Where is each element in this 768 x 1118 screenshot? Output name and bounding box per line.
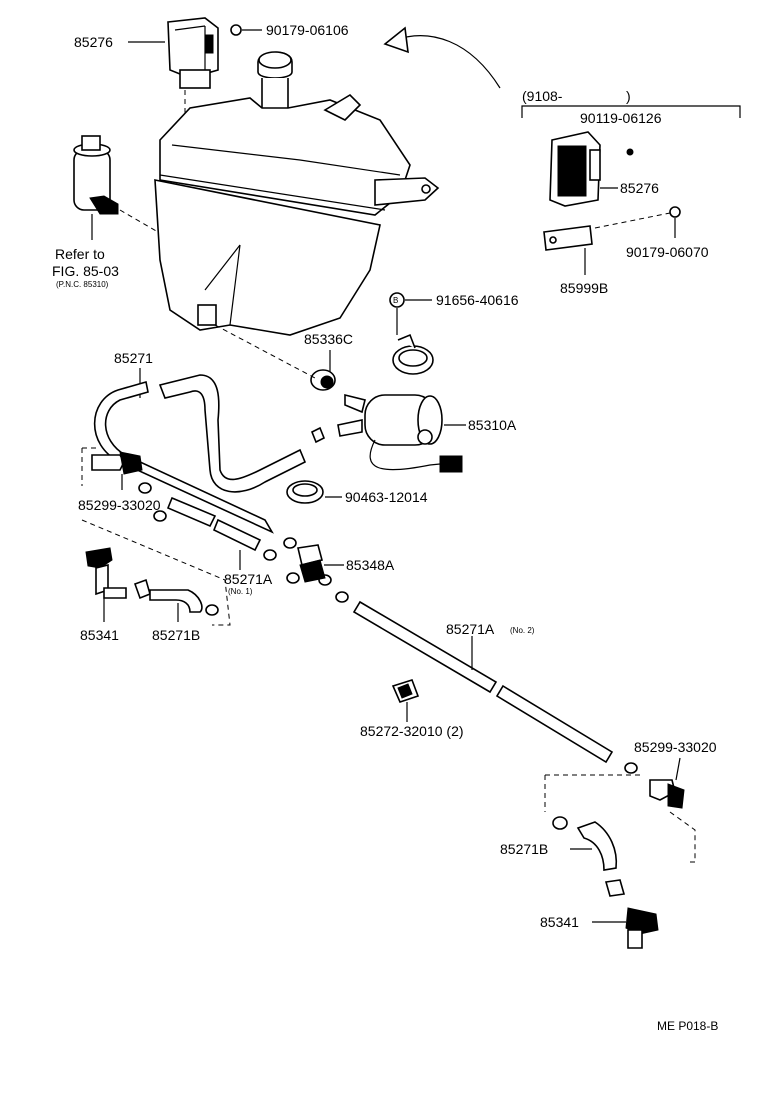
label-91656-40616: 91656-40616 [436, 292, 519, 308]
clip-right-small [604, 879, 626, 897]
ring-mid-3 [286, 572, 300, 584]
label-90179-06106: 90179-06106 [266, 22, 349, 38]
label-90119-06126: 90119-06126 [580, 110, 662, 126]
reference-arrow-head [383, 26, 409, 54]
label-85271a-no1: 85271A [224, 571, 273, 587]
label-85276-top: 85276 [74, 34, 113, 50]
label-85341-left: 85341 [80, 627, 119, 643]
nozzle-85299-33020-left [91, 451, 143, 475]
label-85272-32010: 85272-32010 (2) [360, 723, 464, 739]
dash-left-box [81, 519, 231, 626]
ring-left-3 [205, 604, 219, 616]
ring-left-2 [153, 510, 167, 522]
refer-label-line1: Refer to [55, 246, 105, 262]
washer-nozzle-85341-left [85, 547, 127, 599]
clip-left-small [133, 578, 151, 600]
label-85299-33020-right: 85299-33020 [634, 739, 717, 755]
check-valve-85348a [297, 544, 326, 583]
hose-85271a-no2-seg2 [495, 684, 614, 764]
refer-label-line2: FIG. 85-03 [52, 263, 119, 279]
marker-b-circle [389, 292, 405, 308]
label-90463-12014: 90463-12014 [345, 489, 428, 505]
washer-tank [154, 51, 440, 336]
hose-85271a-no2-seg1 [352, 600, 498, 694]
label-range-start: (9108- [522, 88, 563, 104]
hose-85271a-seg1 [166, 496, 217, 528]
ring-mid-5 [335, 591, 349, 603]
reference-arrow-curve [394, 35, 501, 89]
refer-label-line3: (P.N.C. 85310) [56, 280, 109, 289]
ring-mid-2 [283, 537, 297, 549]
washer-pump-85276-top [167, 17, 219, 89]
label-85271a-no1-note: (No. 1) [228, 587, 253, 596]
clamp-90463-12014 [286, 480, 324, 504]
range-bracket [521, 105, 741, 118]
hose-85271b-right [576, 821, 618, 871]
label-85271a-no2-note: (No. 2) [510, 626, 535, 635]
label-90179-06070: 90179-06070 [626, 244, 709, 260]
grommet-85336c [310, 369, 336, 391]
label-85348a: 85348A [346, 557, 395, 573]
washer-pump-85276-right [549, 131, 601, 207]
hose-85271b-left [149, 589, 203, 613]
label-85336c: 85336C [304, 331, 353, 347]
leader-85299-right [675, 757, 681, 781]
label-85999b: 85999B [560, 280, 608, 296]
washer-motor-85310a [337, 393, 463, 473]
label-85271: 85271 [114, 350, 153, 366]
clip-91656-40616 [392, 333, 434, 375]
ring-mid-1 [263, 549, 277, 561]
hose-85271a-seg2 [212, 518, 262, 552]
hose-clip-85272-32010 [391, 679, 420, 703]
ring-left-1 [138, 482, 152, 494]
nozzle-85299-33020-right [649, 779, 685, 809]
screw-90119-06126 [626, 148, 634, 156]
label-85276-right: 85276 [620, 180, 659, 196]
figure-code: ME P018-B [657, 1019, 718, 1033]
dash-tank-to-grommet [214, 324, 316, 379]
label-range-end: ) [626, 88, 631, 104]
marker-b: B [393, 296, 398, 305]
nut-90179-06070 [669, 206, 681, 218]
dash-left-motor [119, 209, 159, 233]
label-85271b-right: 85271B [500, 841, 548, 857]
label-85299-33020-left: 85299-33020 [78, 497, 161, 513]
washer-motor-left [73, 135, 119, 215]
label-85341-right: 85341 [540, 914, 579, 930]
dash-nut [594, 212, 671, 229]
washer-nozzle-85341-right [625, 907, 659, 949]
dash-right-box [544, 774, 696, 863]
label-85271b-left: 85271B [152, 627, 200, 643]
hose-85271 [93, 374, 307, 534]
label-85310a: 85310A [468, 417, 517, 433]
screw-90179-06106 [230, 24, 242, 36]
ring-right-2 [552, 816, 568, 830]
clip-small [310, 426, 326, 444]
label-85271a-no2: 85271A [446, 621, 495, 637]
ring-right-1 [624, 762, 638, 774]
bracket-85999b [543, 225, 593, 251]
